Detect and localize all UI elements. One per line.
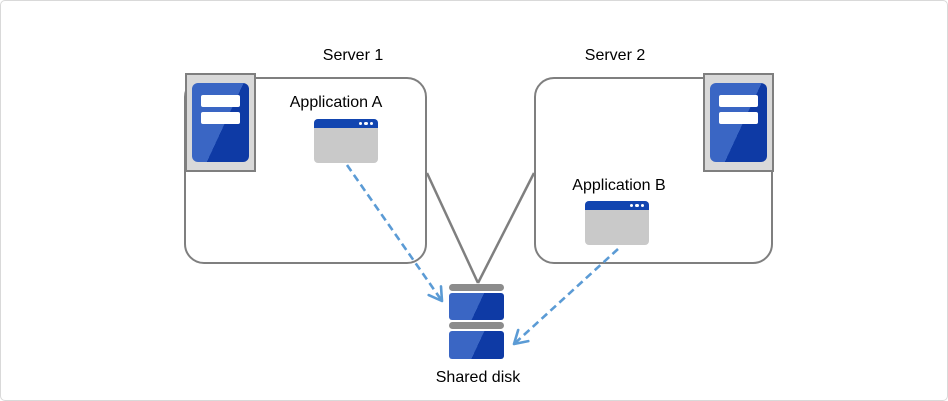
disk-bar-icon bbox=[449, 284, 504, 291]
window-dot-icon bbox=[369, 121, 373, 126]
application-b-label: Application B bbox=[572, 177, 666, 194]
application-b-window-icon bbox=[585, 201, 649, 245]
server2-tower-icon bbox=[703, 73, 774, 172]
disk-platter-icon bbox=[449, 331, 504, 359]
server2-label: Server 2 bbox=[584, 47, 646, 64]
server-tower-icon bbox=[710, 83, 767, 162]
window-dot-icon bbox=[364, 121, 368, 126]
connector-server1-to-disk bbox=[425, 172, 480, 284]
window-dot-icon bbox=[635, 203, 639, 208]
disk-bar-icon bbox=[449, 322, 504, 329]
server-tower-icon bbox=[192, 83, 249, 162]
shared-disk-label: Shared disk bbox=[435, 369, 521, 386]
server-slot-icon bbox=[719, 95, 758, 107]
server1-tower-icon bbox=[185, 73, 256, 172]
window-dot-icon bbox=[629, 203, 633, 208]
server-slot-icon bbox=[201, 112, 240, 124]
disk-platter-icon bbox=[449, 293, 504, 320]
server1-label: Server 1 bbox=[322, 47, 384, 64]
window-dot-icon bbox=[358, 121, 362, 126]
server-slot-icon bbox=[719, 112, 758, 124]
connector-server2-to-disk bbox=[476, 172, 536, 284]
shared-disk-icon bbox=[449, 284, 504, 359]
window-dot-icon bbox=[640, 203, 644, 208]
application-a-label: Application A bbox=[289, 94, 383, 111]
window-titlebar-icon bbox=[314, 119, 378, 128]
application-a-window-icon bbox=[314, 119, 378, 163]
server-slot-icon bbox=[201, 95, 240, 107]
window-titlebar-icon bbox=[585, 201, 649, 210]
